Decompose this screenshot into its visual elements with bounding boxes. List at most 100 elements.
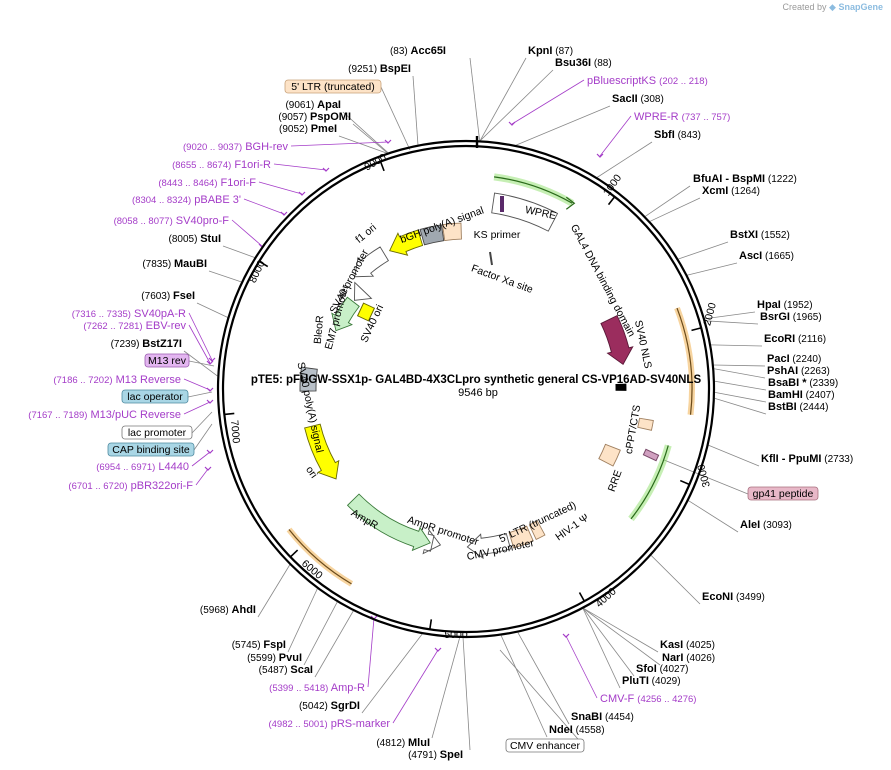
primer-label[interactable]: CMV-F (4256 .. 4276) (600, 693, 696, 705)
restriction-site-label[interactable]: (5599) PvuI (247, 652, 302, 664)
restriction-site-label[interactable]: (9251) BspEI (348, 63, 411, 75)
restriction-site-label[interactable]: (9061) ApaI (285, 99, 341, 111)
restriction-site-label[interactable]: KpnI (87) (528, 45, 573, 57)
feature-label[interactable]: KS primer (474, 229, 521, 241)
site-position: (3499) (736, 592, 765, 603)
restriction-site-label[interactable]: BsrGI (1965) (760, 311, 822, 323)
restriction-site-label[interactable]: Bsu36I (88) (555, 57, 612, 69)
feature-label[interactable]: RRE (606, 469, 625, 494)
restriction-site-label[interactable]: (5745) FspI (232, 639, 286, 651)
restriction-site-label[interactable]: (7239) BstZ17I (111, 338, 182, 350)
primer-label[interactable]: (8655 .. 8674) F1ori-R (172, 159, 271, 171)
restriction-site-label[interactable]: BsaBI * (2339) (768, 377, 838, 389)
bgh-polya-box[interactable] (419, 224, 445, 246)
restriction-site-label[interactable]: (83) Acc65I (390, 45, 446, 57)
ampr-promoter-arrow[interactable] (422, 529, 442, 555)
sv40-promoter-arrow[interactable] (354, 246, 390, 278)
feature-label[interactable]: BleoR (312, 315, 326, 345)
restriction-site-label[interactable]: (8005) StuI (169, 233, 221, 245)
ltr-top-box[interactable] (441, 222, 462, 242)
sv40-ori-box[interactable] (356, 302, 376, 322)
feature-label[interactable]: SV40 NLS (632, 319, 654, 369)
feature-label[interactable]: Factor Xa site (470, 262, 535, 295)
feature-label-text[interactable]: 5' LTR (truncated) (291, 81, 375, 93)
feature-label[interactable]: GAL4 DNA binding domain (568, 222, 638, 339)
gal4-dbd-arrow[interactable] (600, 315, 634, 366)
primer-label[interactable]: (7262 .. 7281) EBV-rev (83, 320, 186, 332)
rre-box[interactable] (598, 443, 621, 467)
feature-label-text[interactable]: lac promoter (128, 427, 187, 439)
feature-label[interactable]: ori (303, 464, 320, 480)
restriction-site-label[interactable]: PacI (2240) (767, 353, 821, 365)
restriction-site-label[interactable]: XcmI (1264) (702, 185, 760, 197)
primer-label[interactable]: (7316 .. 7335) SV40pA-R (72, 308, 186, 320)
feature-label[interactable]: f1 ori (353, 222, 379, 246)
em7-promoter-arrow[interactable] (353, 281, 373, 301)
restriction-site-label[interactable]: BfuAI - BspMI (1222) (693, 173, 797, 185)
cmv-promoter-arrow[interactable] (466, 532, 512, 560)
primer-label[interactable]: WPRE-R (737 .. 757) (634, 111, 730, 123)
wpre-arc[interactable] (494, 176, 573, 204)
restriction-site-label[interactable]: (5487) ScaI (259, 664, 313, 676)
restriction-site-label[interactable]: EcoNI (3499) (702, 591, 765, 603)
restriction-site-label[interactable]: (4791) SpeI (408, 749, 463, 761)
primer-label[interactable]: (8304 .. 8324) pBABE 3' (132, 194, 241, 206)
restriction-site-label[interactable]: (5042) SgrDI (299, 700, 360, 712)
restriction-site-label[interactable]: SacII (308) (612, 93, 664, 105)
grey-box[interactable] (299, 366, 318, 392)
primer-label[interactable]: (5399 .. 5418) Amp-R (269, 682, 365, 694)
restriction-site-label[interactable]: KflI - PpuMI (2733) (761, 453, 853, 465)
gp41-mark[interactable] (642, 448, 660, 462)
restriction-site-label[interactable]: (7603) FseI (141, 290, 195, 302)
orange-arc-1[interactable] (676, 307, 693, 415)
primer-label[interactable]: (9020 .. 9037) BGH-rev (183, 141, 288, 153)
restriction-site-label[interactable]: SbfI (843) (654, 129, 701, 141)
bleor-arrow[interactable] (331, 296, 360, 332)
green-arc[interactable] (630, 445, 669, 520)
primer-label[interactable]: (7167 .. 7189) M13/pUC Reverse (28, 409, 181, 421)
primer-label[interactable]: (6954 .. 6971) L4440 (96, 461, 189, 473)
restriction-site-label[interactable]: NarI (4026) (662, 652, 715, 664)
restriction-site-label[interactable]: AscI (1665) (739, 250, 794, 262)
feature-label-text[interactable]: CAP binding site (112, 444, 190, 456)
feature-label[interactable]: cPPT/CTS (623, 404, 643, 455)
hiv-psi-box[interactable] (528, 520, 546, 541)
wpre-box[interactable] (491, 192, 559, 232)
restriction-site-label[interactable]: KasI (4025) (660, 639, 715, 651)
factor-xa-mark (489, 251, 493, 266)
restriction-site-label[interactable]: (5968) AhdI (200, 604, 256, 616)
restriction-site-label[interactable]: (7835) MauBI (142, 258, 207, 270)
feature-label-text[interactable]: CMV enhancer (510, 740, 581, 752)
restriction-site-label[interactable]: (4812) MluI (376, 737, 430, 749)
sv40-nls-box[interactable] (615, 383, 627, 391)
restriction-site-label[interactable]: PluTI (4029) (622, 675, 681, 687)
primer-label[interactable]: (7186 .. 7202) M13 Reverse (53, 374, 181, 386)
restriction-site-label[interactable]: HpaI (1952) (757, 299, 813, 311)
restriction-site-label[interactable]: BstXI (1552) (730, 229, 790, 241)
restriction-site-label[interactable]: BamHI (2407) (768, 389, 835, 401)
feature-label-text[interactable]: gp41 peptide (753, 488, 814, 500)
f1-ori-arrow[interactable] (389, 229, 424, 256)
restriction-site-label[interactable]: (9052) PmeI (279, 123, 337, 135)
primer-label[interactable]: (8443 .. 8464) F1ori-F (158, 177, 256, 189)
restriction-site-label[interactable]: BstBI (2444) (768, 401, 828, 413)
restriction-site-label[interactable]: EcoRI (2116) (764, 333, 826, 345)
orange-arc-2[interactable] (288, 529, 352, 585)
ampr-arrow[interactable] (346, 493, 431, 552)
primer-label[interactable]: (8058 .. 8077) SV40pro-F (114, 215, 230, 227)
feature-label-text[interactable]: lac operator (127, 391, 183, 403)
restriction-site-label[interactable]: (9057) PspOMI (278, 111, 351, 123)
peach-box-1[interactable] (637, 417, 654, 431)
restriction-site-label[interactable]: PshAI (2263) (767, 365, 830, 377)
ltr-inner-box[interactable] (508, 525, 534, 549)
restriction-site-label[interactable]: AleI (3093) (740, 519, 792, 531)
primer-label[interactable]: pBluescriptKS (202 .. 218) (587, 75, 708, 87)
restriction-site-label[interactable]: SfoI (4027) (636, 663, 688, 675)
primer-label[interactable]: (6701 .. 6720) pBR322ori-F (68, 480, 193, 492)
site-leader (583, 608, 635, 677)
restriction-site-label[interactable]: NdeI (4558) (549, 724, 605, 736)
ori-arrow[interactable] (304, 423, 340, 480)
restriction-site-label[interactable]: SnaBI (4454) (571, 711, 634, 723)
feature-label-text[interactable]: M13 rev (148, 355, 187, 367)
primer-label[interactable]: (4982 .. 5001) pRS-marker (268, 718, 390, 730)
